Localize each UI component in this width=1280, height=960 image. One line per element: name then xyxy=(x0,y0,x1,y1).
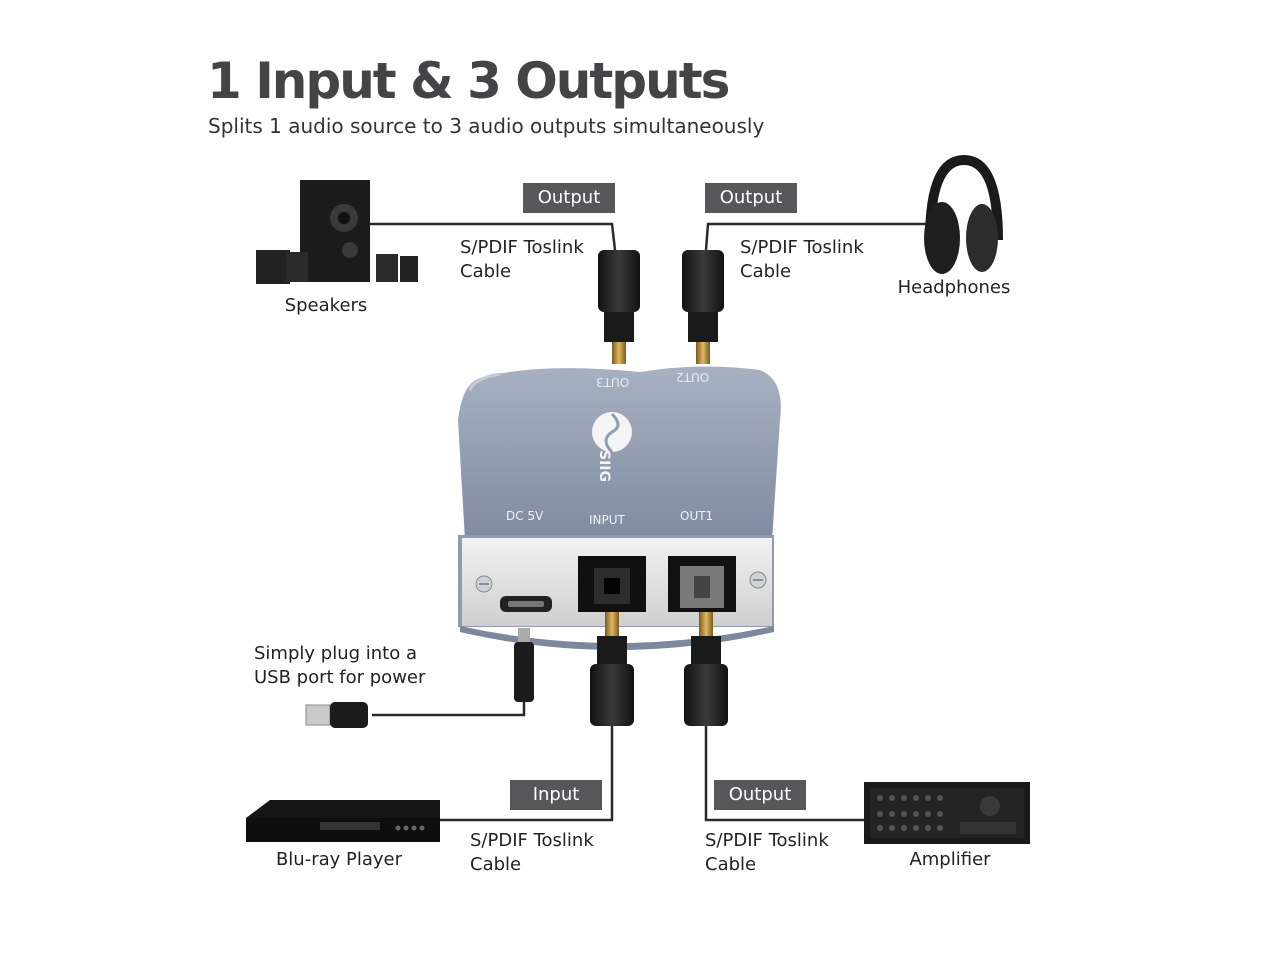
bluray-label: Blu-ray Player xyxy=(275,849,403,870)
port-label-input: INPUT xyxy=(589,513,625,527)
top-left-plug xyxy=(598,250,640,364)
output-tag-top-right: Output xyxy=(705,183,797,213)
bottom-left-plug xyxy=(590,612,634,726)
bottom-right-plug xyxy=(684,612,728,726)
cable-lines xyxy=(370,222,930,822)
output-tag-top-left: Output xyxy=(523,183,615,213)
cable-label-line: Cable xyxy=(460,261,512,282)
page-subtitle: Splits 1 audio source to 3 audio outputs… xyxy=(208,114,765,138)
amplifier-label: Amplifier xyxy=(909,849,991,870)
usb-a-plug xyxy=(305,702,368,728)
cable-label-line: S/PDIF Toslink xyxy=(470,830,594,851)
amplifier-icon xyxy=(864,782,1030,844)
micro-usb-plug xyxy=(514,628,534,702)
cable-label-line: Cable xyxy=(470,854,522,875)
cable-label-top-right: S/PDIF Toslink Cable xyxy=(740,236,864,284)
brand-logo-text: SIIG xyxy=(596,450,612,482)
speakers-icon xyxy=(256,180,418,284)
output-tag-bottom: Output xyxy=(714,780,806,810)
top-right-plug xyxy=(682,250,724,364)
cable-label-line: Cable xyxy=(705,854,757,875)
page-title: 1 Input & 3 Outputs xyxy=(207,52,730,110)
input-tag-bottom: Input xyxy=(510,780,602,810)
cable-label-line: S/PDIF Toslink xyxy=(460,237,584,258)
cable-label-bottom-left: S/PDIF Toslink Cable xyxy=(470,829,594,877)
usb-power-line: Simply plug into a xyxy=(254,643,417,664)
speakers-label: Speakers xyxy=(284,295,368,316)
cable-label-line: S/PDIF Toslink xyxy=(705,830,829,851)
usb-power-line: USB port for power xyxy=(254,667,426,688)
headphones-icon xyxy=(924,154,1003,274)
cable-label-line: Cable xyxy=(740,261,792,282)
cable-label-top-left: S/PDIF Toslink Cable xyxy=(460,236,584,284)
usb-power-label: Simply plug into a USB port for power xyxy=(254,642,425,690)
headphones-label: Headphones xyxy=(897,277,1011,298)
port-label-dc: DC 5V xyxy=(506,509,544,523)
cable-label-bottom-right: S/PDIF Toslink Cable xyxy=(705,829,829,877)
port-label-out2: OUT2 xyxy=(676,370,710,384)
port-label-out3: OUT3 xyxy=(596,375,630,389)
bluray-player-icon xyxy=(246,800,440,842)
cable-label-line: S/PDIF Toslink xyxy=(740,237,864,258)
port-label-out1: OUT1 xyxy=(680,509,714,523)
